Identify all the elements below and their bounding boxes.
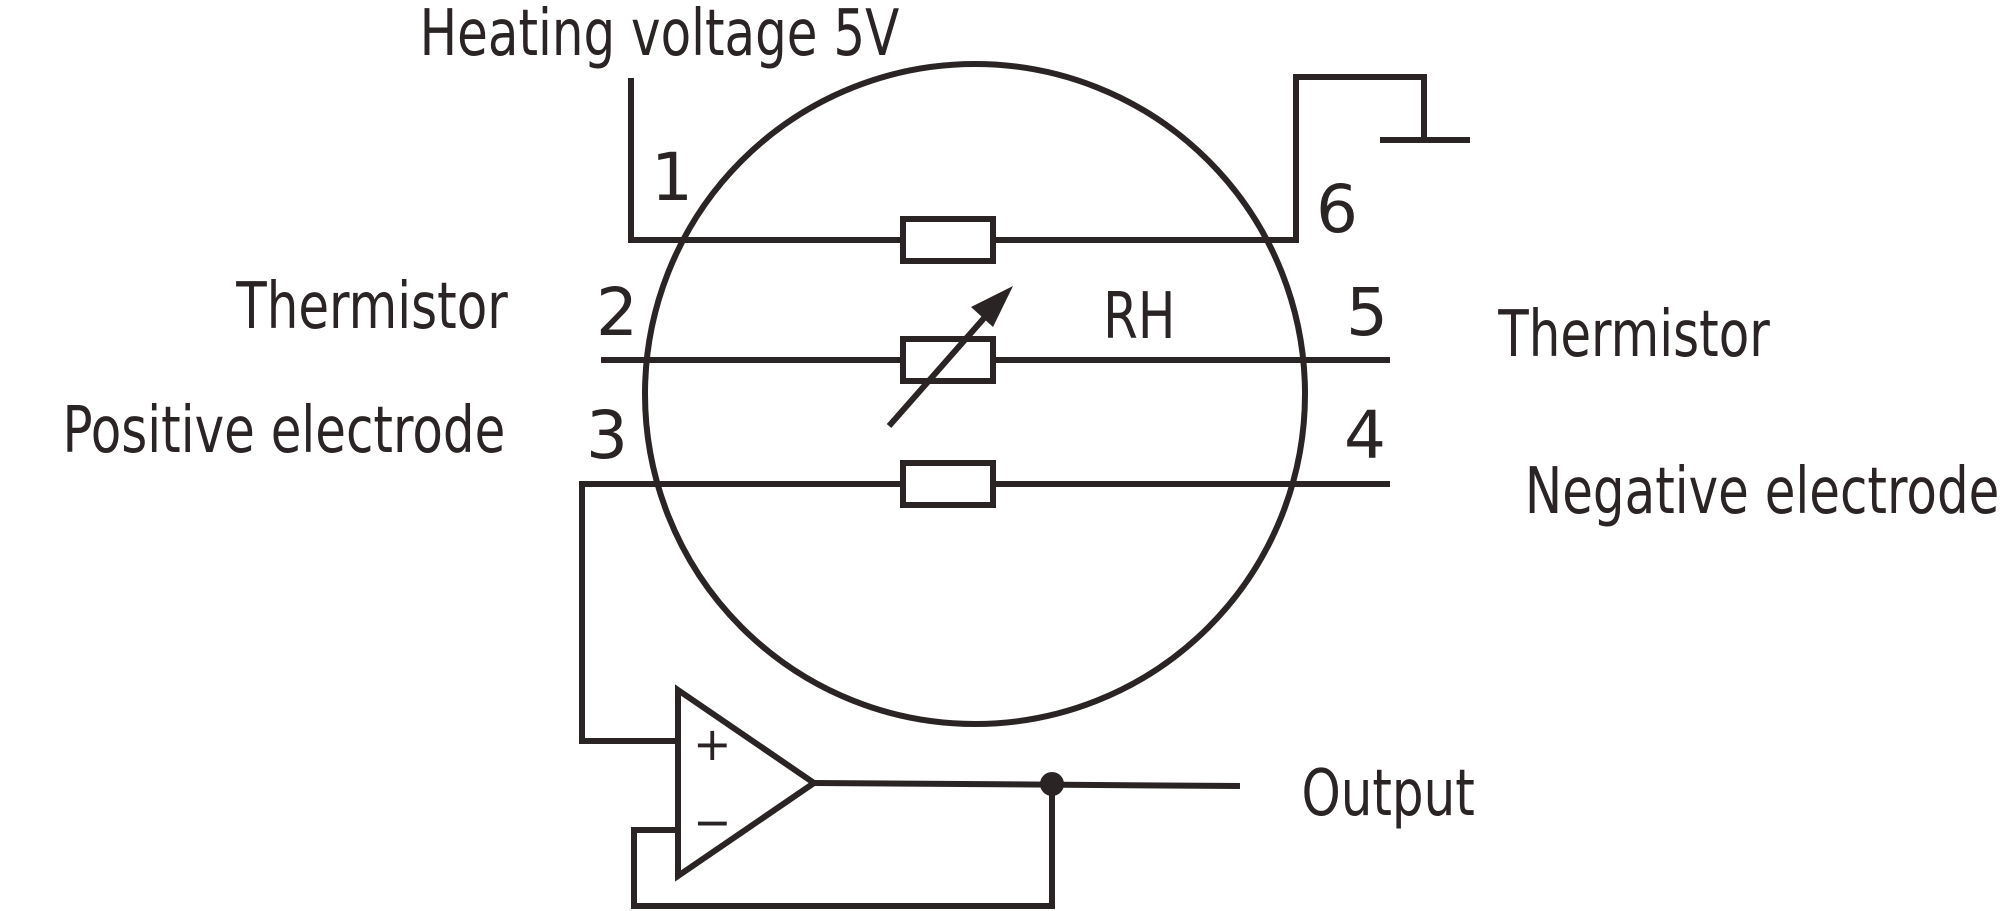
pin-1-label: 1 [651,139,693,216]
output-wire [813,780,1241,789]
rh-label: RH [1103,279,1175,354]
pin-6-label: 6 [1316,171,1358,248]
pin-4-label: 4 [1344,397,1386,474]
negative-electrode-label: Negative electrode [1525,454,1999,529]
thermistor-right-label: Thermistor [1497,297,1770,372]
heater-wire-pin1 [628,78,903,243]
pin-2-label: 2 [596,274,638,351]
pin-5-label: 5 [1346,274,1388,351]
variable-resistor-arrow-shaft [886,298,1003,428]
electrode-resistor [900,460,996,508]
pin-3-label: 3 [586,397,628,474]
output-label: Output [1301,756,1474,831]
variable-resistor-arrow-head [971,286,1013,327]
heating-voltage-label: Heating voltage 5V [420,0,900,71]
electrode-wire-left [579,481,903,744]
op-amp [675,684,820,882]
feedback-wire [631,785,1055,909]
sensor-housing-circle [642,61,1308,727]
positive-electrode-label: Positive electrode [62,393,505,468]
op-amp-plus-sign: + [693,717,732,771]
heater-resistor [900,216,996,264]
output-junction-dot [1040,772,1064,796]
heater-wire-pin6 [993,74,1427,243]
op-amp-minus-sign: − [693,795,732,849]
thermistor-left-label: Thermistor [235,269,508,344]
